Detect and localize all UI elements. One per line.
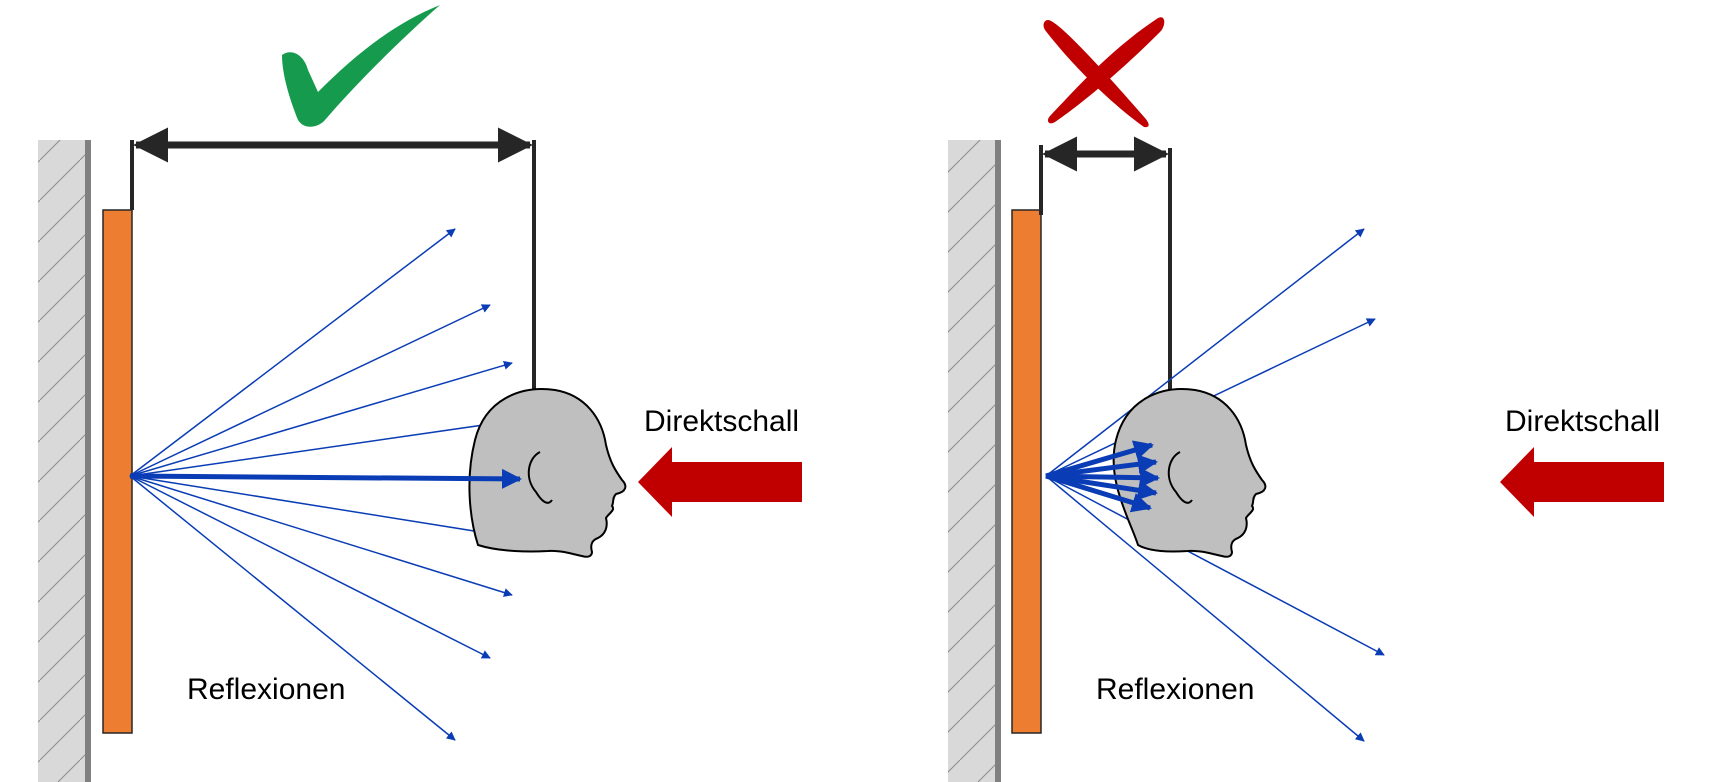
right-head (1112, 388, 1267, 558)
right-wall (948, 140, 998, 782)
cross-mark-icon (1043, 17, 1165, 128)
left-panel: Direktschall Reflexionen (38, 5, 802, 782)
left-direct-reflection-ray (129, 468, 522, 489)
right-reflections-label: Reflexionen (1096, 673, 1254, 706)
left-wall (38, 140, 88, 782)
right-concentrated-rays (1045, 440, 1160, 513)
right-absorber-panel (1011, 209, 1042, 734)
check-mark-icon (282, 5, 440, 127)
left-head (468, 388, 627, 558)
left-direct-sound-label: Direktschall (644, 405, 799, 438)
left-absorber-panel (102, 209, 133, 734)
left-reflection-rays (129, 228, 526, 741)
right-direct-sound-label: Direktschall (1505, 405, 1660, 438)
left-reflections-label: Reflexionen (187, 673, 345, 706)
right-direct-sound-arrow (1500, 447, 1664, 517)
right-panel: Direktschall Reflexionen (948, 17, 1664, 782)
left-distance-dimension (130, 127, 536, 490)
left-direct-sound-arrow (638, 447, 802, 517)
